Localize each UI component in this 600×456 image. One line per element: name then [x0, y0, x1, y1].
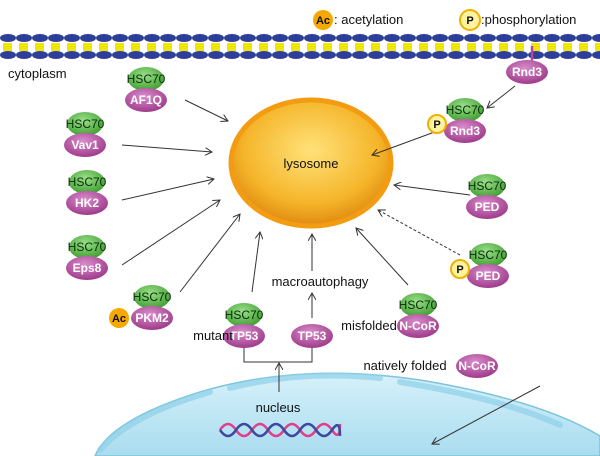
protein-label-tp53: TP53: [298, 329, 327, 343]
hsc70-label: HSC70: [225, 308, 264, 322]
protein-ped: [466, 195, 508, 219]
lysosome: lysosome: [228, 97, 394, 229]
lysosome-label: lysosome: [284, 156, 339, 171]
protein-label-ncor: N-CoR: [458, 359, 496, 373]
hsc70-chaperone: [226, 303, 262, 327]
protein-label-eps8: Eps8: [73, 261, 102, 275]
hsc70-chaperone: [67, 112, 103, 136]
hsc70-chaperone: [69, 235, 105, 259]
protein-label-ncor: N-CoR: [399, 319, 437, 333]
cytoplasm-label: cytoplasm: [8, 66, 67, 81]
acetylation-legend-text: : acetylation: [334, 12, 403, 27]
hsc70-chaperone: [470, 243, 506, 267]
mutant-label: mutant: [193, 328, 233, 343]
protein-af1q: [125, 88, 167, 112]
protein-label-vav1: Vav1: [71, 138, 99, 152]
acetyl-symbol: Ac: [316, 15, 330, 27]
protein-tp53: [291, 324, 333, 348]
protein-label-af1q: AF1Q: [130, 93, 162, 107]
protein-ped: [467, 264, 509, 288]
protein-hk2: [66, 191, 108, 215]
protein-ncor: [456, 354, 498, 378]
protein-label-ped: PED: [475, 200, 500, 214]
hsc70-label: HSC70: [446, 103, 485, 117]
protein-label-hk2: HK2: [75, 196, 99, 210]
hsc70-chaperone: [447, 98, 483, 122]
hsc70-chaperone: [469, 174, 505, 198]
protein-eps8: [66, 256, 108, 280]
dna-icon: [218, 422, 342, 438]
protein-rnd3: [506, 60, 548, 84]
nucleus-label: nucleus: [256, 400, 301, 415]
hsc70-chaperone: [69, 170, 105, 194]
legend: Ac : acetylation P :phosphorylation: [313, 9, 576, 31]
arrows: [121, 85, 541, 444]
hsc70-label: HSC70: [468, 179, 507, 193]
protein-label-rnd3: Rnd3: [450, 124, 480, 138]
protein-label-pkm2: PKM2: [135, 311, 169, 325]
hsc70-label: HSC70: [68, 175, 107, 189]
complex-ncor: N-CoR: [456, 354, 498, 378]
nucleus: nucleus: [94, 372, 600, 456]
phospho-symbol: P: [433, 119, 440, 131]
phosphorylation-legend-text: :phosphorylation: [481, 12, 576, 27]
hsc70-label: HSC70: [133, 290, 172, 304]
hsc70-label: HSC70: [127, 72, 166, 86]
plasma-membrane: [0, 34, 600, 59]
protein-label-rnd3: Rnd3: [512, 65, 542, 79]
protein-tp53: [223, 324, 265, 348]
acetyl-icon: [313, 10, 333, 30]
complex-tp53: TP53: [291, 324, 333, 348]
phospho-icon: [459, 9, 481, 31]
phospho-symbol: P: [466, 15, 473, 27]
protein-rnd3: [444, 119, 486, 143]
complex-rnd3: Rnd3: [506, 60, 548, 84]
protein-label-ped: PED: [476, 269, 501, 283]
protein-vav1: [64, 133, 106, 157]
acetyl-symbol: Ac: [112, 313, 126, 325]
hsc70-chaperone: [134, 285, 170, 309]
protein-label-tp53: TP53: [230, 329, 259, 343]
protein-pkm2: [131, 306, 173, 330]
natively-folded-label: natively folded: [363, 358, 446, 373]
phospho-icon: [427, 114, 447, 134]
hsc70-label: HSC70: [66, 117, 105, 131]
phospho-icon: [450, 259, 470, 279]
hsc70-chaperone: [128, 67, 164, 91]
hsc70-label: HSC70: [68, 240, 107, 254]
phospho-symbol: P: [456, 264, 463, 276]
misfolded-label: misfolded: [341, 318, 397, 333]
hsc70-label: HSC70: [399, 298, 438, 312]
protein-ncor: [397, 314, 439, 338]
hsc70-label: HSC70: [469, 248, 508, 262]
acetyl-icon: [109, 308, 129, 328]
macroautophagy-label: macroautophagy: [272, 274, 369, 289]
hsc70-chaperone: [400, 293, 436, 317]
